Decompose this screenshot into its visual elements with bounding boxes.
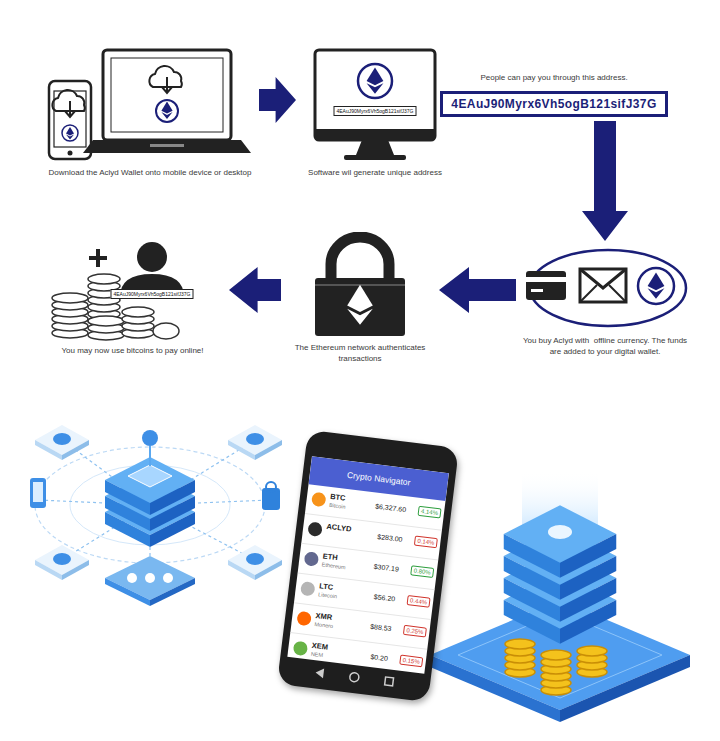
coin-price: $283.00 — [377, 533, 403, 543]
coin-icon — [307, 521, 323, 537]
coin-name: Ethereum — [321, 561, 345, 570]
coin-symbol: LTC — [319, 581, 334, 592]
flow-arrow — [229, 267, 281, 313]
coin-symbol: XEM — [311, 641, 328, 652]
coin-price: $56.20 — [373, 593, 395, 603]
flow-arrow — [582, 121, 628, 241]
step-caption: Download the Aclyd Wallet onto mobile de… — [45, 167, 255, 178]
price-change: 0.25% — [403, 625, 427, 638]
step-icon — [300, 45, 450, 163]
price-change: 0.80% — [410, 565, 434, 578]
coin-symbol: XMR — [315, 611, 333, 622]
coin-name: NEM — [311, 651, 324, 658]
step-heading: People can pay you through this address. — [440, 72, 668, 83]
flow-step: People can pay you through this address.… — [440, 72, 668, 117]
price-change: 0.15% — [399, 655, 423, 668]
step-caption: The Ethereum network authenticates trans… — [285, 342, 435, 364]
coin-icon — [300, 581, 316, 597]
coin-icon — [311, 492, 327, 508]
coin-price: $6,327.60 — [375, 502, 407, 513]
phone-screen: Crypto NavigatorBTCBitcoin $6,327.60 4.14%… — [287, 456, 449, 673]
coin-row: XMRMonero $88.53 0.25% — [290, 603, 431, 650]
wallet-address: 4EAuJ90Myrx6Vh5ogB121sifJ37G — [440, 91, 668, 117]
coin-name: Litecoin — [318, 591, 338, 599]
app-title: Crypto Navigator — [309, 456, 449, 501]
step-icon — [45, 45, 255, 163]
coin-price: $0.20 — [370, 653, 388, 662]
price-change: 0.14% — [414, 536, 438, 549]
coin-price: $88.53 — [370, 623, 392, 633]
coin-row: ACLYD $283.00 0.14% — [301, 514, 442, 561]
price-change: 4.14% — [417, 506, 441, 519]
flow-step: The Ethereum network authenticates trans… — [285, 232, 435, 364]
address-tag: 4EAuJ90Myrx6Vh5ogB121sifJ37G — [111, 289, 194, 299]
step-icon — [520, 245, 690, 331]
coin-symbol: ETH — [322, 551, 338, 562]
flow-arrow — [259, 77, 296, 123]
coin-price: $307.19 — [373, 563, 399, 573]
coin-icon — [293, 641, 309, 657]
step-caption: You buy Aclyd with offline currency. The… — [520, 335, 690, 357]
coin-row: XEMNEM $0.20 0.15% — [287, 633, 427, 674]
step-caption: Software wil generate unique address — [300, 167, 450, 178]
coin-symbol: ACLYD — [326, 522, 352, 534]
coin-icon — [304, 551, 320, 567]
step-icon — [285, 232, 435, 338]
coin-icon — [296, 611, 312, 627]
price-change: 0.44% — [407, 595, 431, 608]
address-tag: 4EAuJ90Myrx6Vh5ogB121sifJ37G — [334, 106, 417, 116]
phone-mockup: Crypto NavigatorBTCBitcoin $6,327.60 4.14%… — [277, 430, 459, 703]
flow-arrow — [439, 267, 516, 313]
flow-step: Download the Aclyd Wallet onto mobile de… — [45, 45, 255, 178]
coin-row: ETHEthereum $307.19 0.80% — [298, 544, 439, 591]
step-icon — [40, 235, 225, 341]
coin-name: Monero — [314, 621, 333, 629]
coin-row: LTCLitecoin $56.20 0.44% — [294, 573, 435, 620]
coin-name: Bitcoin — [329, 502, 346, 510]
coin-symbol: BTC — [330, 492, 346, 503]
step-caption: You may now use bitcoins to pay online! — [40, 345, 225, 356]
flow-step: You buy Aclyd with offline currency. The… — [520, 245, 690, 357]
